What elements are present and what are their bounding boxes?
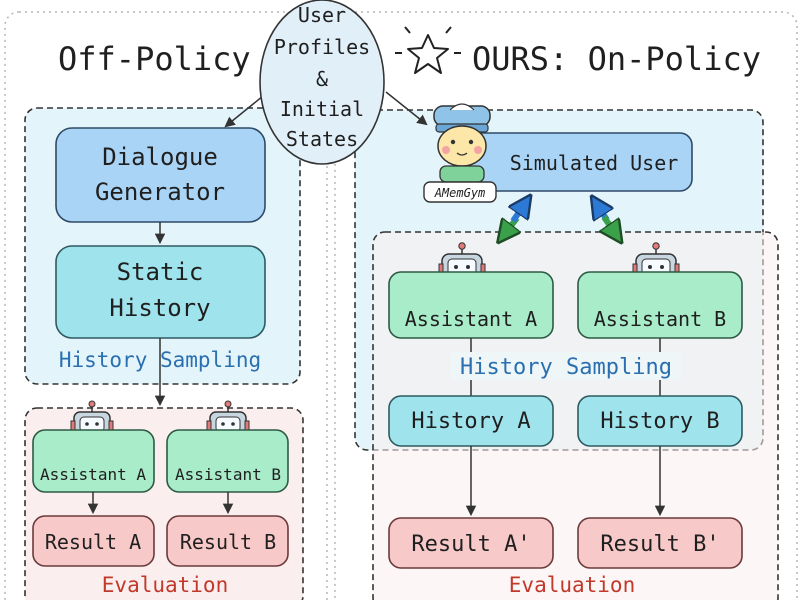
user-profiles-line-5: States bbox=[286, 127, 358, 151]
off-assistant-b-label: Assistant B bbox=[175, 465, 281, 484]
history-a-label: History A bbox=[411, 409, 530, 434]
off-policy-title: Off-Policy bbox=[58, 40, 251, 78]
user-profiles-line-4: Initial bbox=[280, 97, 364, 121]
on-result-a-node bbox=[388, 517, 554, 569]
static-history-line-2: History bbox=[109, 294, 210, 322]
dialogue-generator-line-1: Dialogue bbox=[102, 143, 218, 171]
user-profiles-line-1: User bbox=[298, 3, 346, 27]
user-profiles-line-3: & bbox=[316, 67, 328, 91]
history-sampling-label-bg bbox=[451, 352, 681, 380]
off-policy-panel bbox=[4, 11, 328, 600]
off-result-a-node bbox=[32, 515, 155, 567]
off-result-b-node bbox=[166, 515, 289, 567]
user-badge bbox=[423, 181, 497, 203]
on-result-b-label: Result B' bbox=[600, 532, 719, 557]
on-assistant-b-label: Assistant B bbox=[594, 307, 726, 331]
interaction-arrow-green-b bbox=[604, 215, 617, 236]
star-icon bbox=[395, 26, 461, 74]
user-profiles-node bbox=[259, 0, 385, 165]
off-evaluation-label: Evaluation bbox=[102, 573, 228, 597]
on-assistant-a-label: Assistant A bbox=[405, 307, 537, 331]
off-result-a-label: Result A bbox=[45, 530, 141, 554]
static-history-line-1: Static bbox=[117, 258, 204, 286]
user-avatar-icon bbox=[433, 103, 491, 183]
user-profiles-line-2: Profiles bbox=[274, 35, 370, 59]
interaction-arrow-blue-a bbox=[513, 202, 526, 223]
on-history-sampling-label: History Sampling bbox=[460, 355, 672, 380]
on-result-a-label: Result A' bbox=[411, 532, 530, 557]
dialogue-generator-line-2: Generator bbox=[95, 178, 225, 206]
arrow-center-to-on-policy bbox=[385, 91, 428, 126]
off-assistant-a-label: Assistant A bbox=[40, 465, 146, 484]
on-policy-panel bbox=[334, 11, 798, 600]
simulated-user-label: Simulated User bbox=[510, 151, 679, 175]
on-evaluation-label: Evaluation bbox=[509, 573, 635, 597]
off-result-b-label: Result B bbox=[180, 530, 276, 554]
user-badge-label: AMemGym bbox=[434, 186, 486, 200]
history-b-label: History B bbox=[600, 409, 719, 434]
on-result-b-node bbox=[577, 517, 743, 569]
on-policy-title: OURS: On-Policy bbox=[472, 40, 761, 78]
